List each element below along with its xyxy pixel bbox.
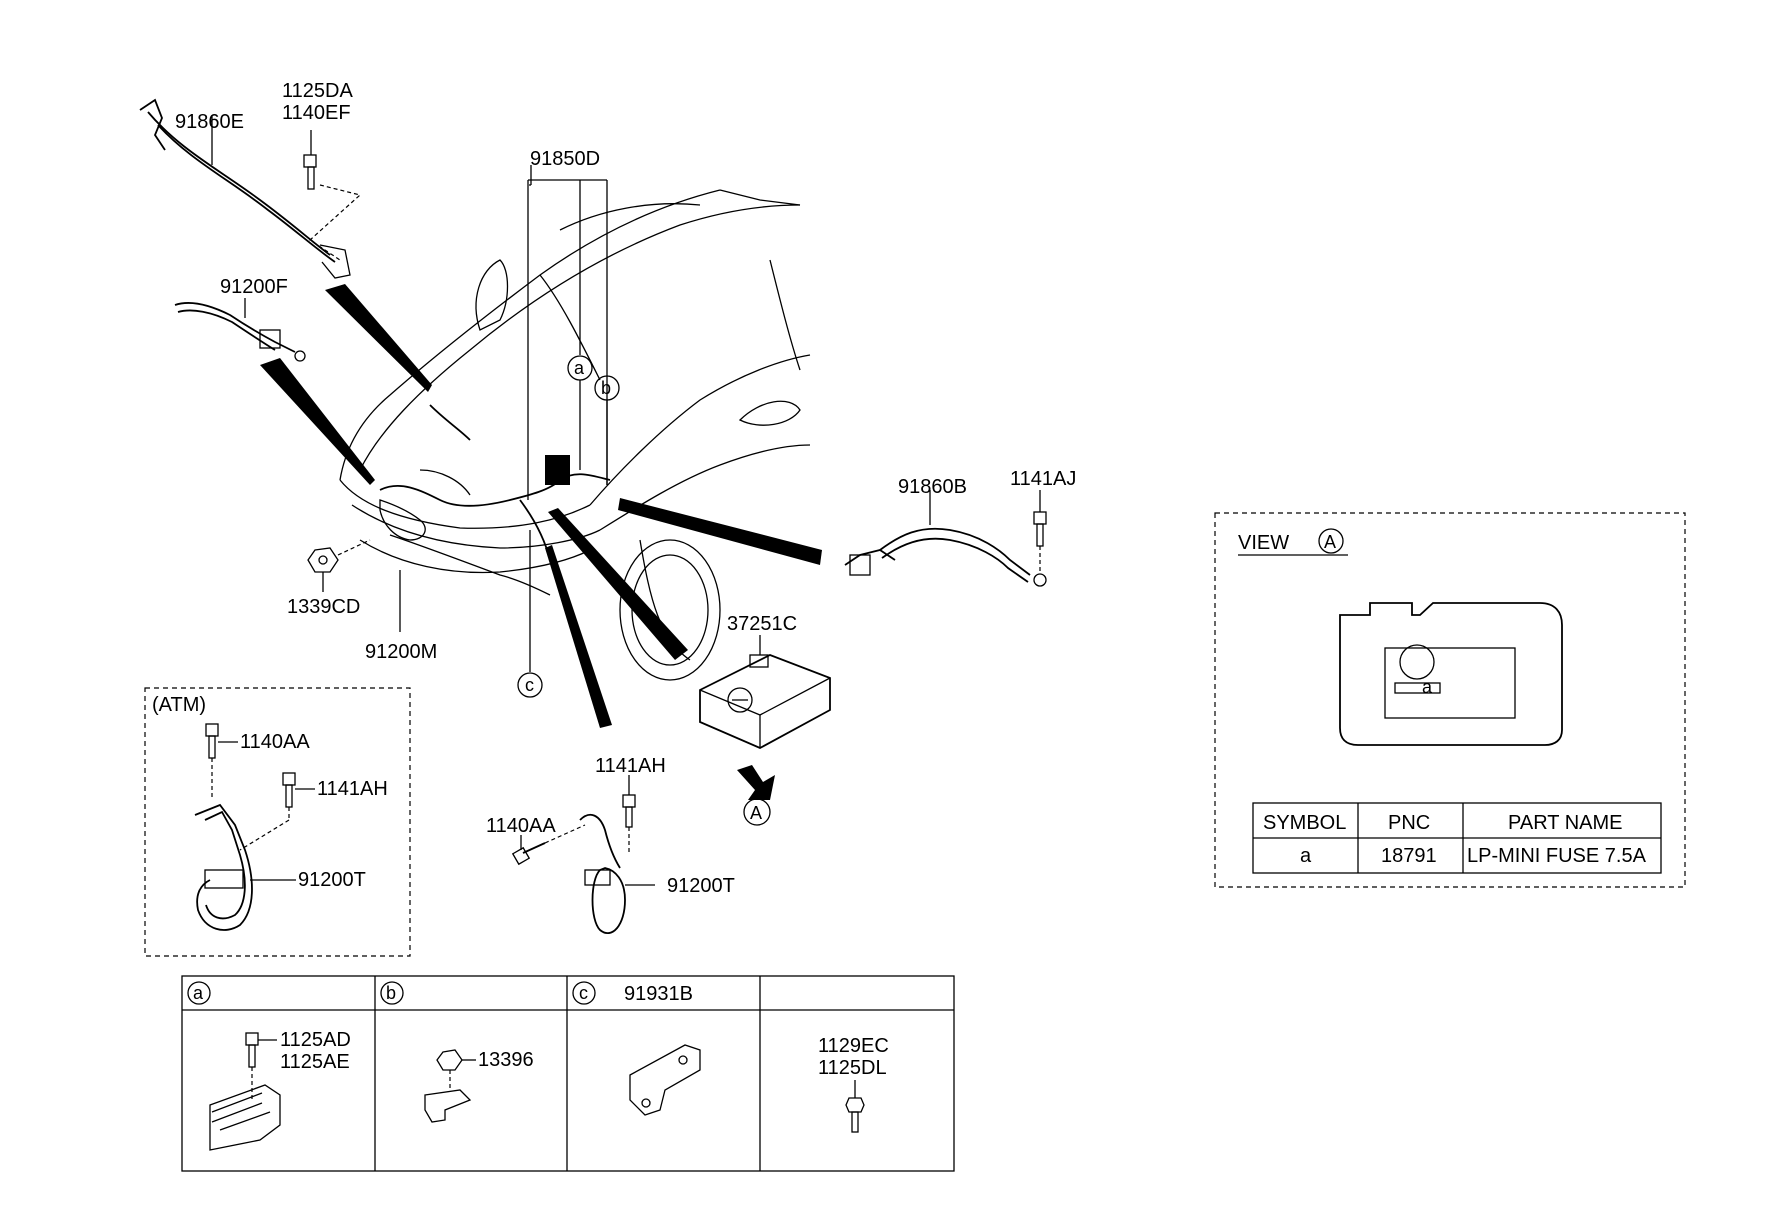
bracket-91850D	[527, 165, 608, 500]
atm-label-1141AH: 1141AH	[317, 778, 388, 800]
car-outline	[339, 189, 811, 681]
callout-b-car: b	[594, 375, 620, 401]
label-91860B: 91860B	[898, 476, 967, 498]
detail-cell-b: b 13396	[380, 981, 534, 1123]
view-a-fuse-label: a	[1422, 677, 1433, 697]
detail-cell-a-symbol: a	[193, 983, 204, 1003]
label-91200M: 91200M	[365, 641, 437, 663]
cable-91860E	[139, 98, 351, 279]
callout-a-car: a	[567, 355, 593, 381]
label-1141AJ: 1141AJ	[1010, 468, 1076, 490]
bolt-1125DA	[303, 130, 362, 261]
atm-label-1140AA: 1140AA	[240, 731, 310, 753]
harness-on-car	[379, 404, 611, 596]
atm-box: (ATM) 1140AA 1141AH 91200T	[144, 687, 411, 957]
callout-c-car: c	[517, 530, 543, 698]
label-91850D: 91850D	[530, 148, 600, 170]
cable-91200F	[174, 298, 306, 362]
fuse-box-37251C	[699, 635, 831, 800]
ground-cable-91200T	[511, 775, 655, 934]
callout-a-text: a	[574, 358, 585, 378]
detail-table: a 1125AD 1125AE b 13396 c 91931B	[181, 975, 955, 1172]
symbol-table-header-pnc: PNC	[1388, 812, 1430, 834]
symbol-table-header-part-name: PART NAME	[1508, 812, 1622, 834]
callout-A-car: A	[743, 798, 771, 826]
label-1140EF: 1140EF	[282, 102, 351, 124]
callout-A-text: A	[750, 803, 762, 823]
atm-label: (ATM)	[152, 694, 206, 716]
detail-cell-a-part-1: 1125AD	[280, 1029, 351, 1051]
detail-cell-c-symbol: c	[579, 983, 588, 1003]
label-1125DA: 1125DA	[282, 80, 353, 102]
symbol-table-row-pnc: 18791	[1381, 845, 1437, 867]
label-91860E: 91860E	[175, 111, 244, 133]
atm-label-91200T: 91200T	[298, 869, 366, 891]
view-a-symbol: A	[1324, 532, 1336, 552]
label-1339CD: 1339CD	[287, 596, 360, 618]
callout-c-text: c	[525, 675, 534, 695]
detail-cell-b-part-1: 13396	[478, 1049, 534, 1071]
label-37251C: 37251C	[727, 613, 797, 635]
label-1140AA-main: 1140AA	[486, 815, 556, 837]
detail-cell-4-part-1: 1129EC	[818, 1035, 889, 1057]
detail-cell-c: c 91931B	[572, 981, 701, 1116]
view-a-title: VIEW	[1238, 532, 1289, 554]
detail-cell-b-symbol: b	[386, 983, 396, 1003]
callout-b-text: b	[601, 378, 611, 398]
symbol-table: SYMBOL PNC PART NAME a 18791 LP-MINI FUS…	[1252, 802, 1662, 874]
cable-91860B	[844, 490, 1047, 587]
detail-cell-a-part-2: 1125AE	[280, 1051, 350, 1073]
detail-cell-4-part-2: 1125DL	[818, 1057, 887, 1079]
nut-1339CD	[307, 539, 371, 592]
detail-cell-a: a 1125AD 1125AE	[187, 981, 351, 1151]
label-91200T-main: 91200T	[667, 875, 735, 897]
symbol-table-row-part-name: LP-MINI FUSE 7.5A	[1467, 845, 1647, 867]
detail-cell-4: 1129EC 1125DL	[818, 1035, 889, 1133]
label-91200F: 91200F	[220, 276, 288, 298]
symbol-table-row-symbol: a	[1300, 845, 1312, 867]
label-1141AH-main: 1141AH	[595, 755, 666, 777]
pointer-wedges	[260, 284, 822, 728]
bolt-1141AJ	[1033, 490, 1047, 572]
detail-cell-c-header: 91931B	[624, 983, 693, 1005]
view-a-panel: VIEW A a SYMBOL PNC PART NAME a 18791 LP…	[1214, 512, 1686, 888]
symbol-table-header-symbol: SYMBOL	[1263, 812, 1346, 834]
